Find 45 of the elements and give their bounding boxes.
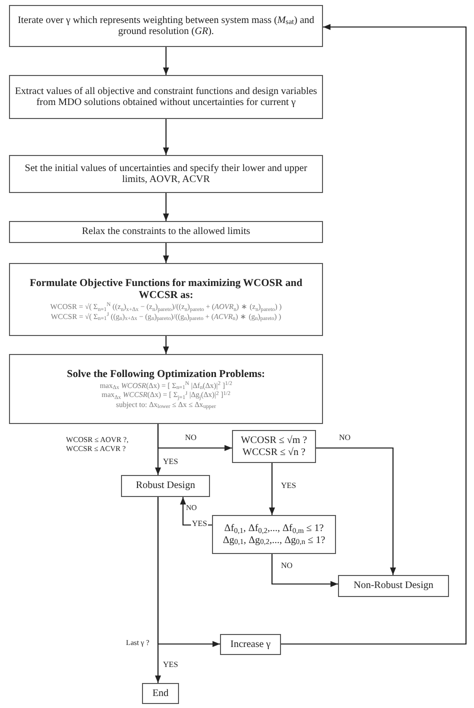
process-box — [232, 430, 316, 463]
box-text: WCOSR ≤ √m ? — [240, 435, 308, 446]
arrow — [281, 24, 467, 645]
box-text: Relax the constraints to the allowed limits — [82, 226, 250, 238]
process-box — [220, 634, 281, 655]
box-text: Increase γ — [230, 638, 271, 650]
arrow — [162, 336, 170, 354]
arrow — [268, 463, 276, 515]
process-box — [9, 155, 323, 193]
arrow — [157, 497, 220, 648]
edge-label: NO — [184, 434, 198, 442]
arrow — [271, 554, 338, 588]
box-text: Δf$_{0,1}$, Δf$_{0,2}$,..., Δf$_{0,m}$ ≤ 1? — [224, 523, 324, 534]
box-text: WCCSR ≤ √n ? — [242, 446, 306, 458]
edge-label: NO — [280, 562, 294, 570]
edge-label: YES — [162, 458, 180, 466]
process-box — [9, 221, 323, 243]
box-text: Set the initial values of uncertainties and specify their lower and upper limits, AOVR, ACVR — [24, 162, 308, 186]
arrow — [157, 424, 232, 452]
process-box — [121, 475, 210, 497]
edge-label: YES — [280, 482, 298, 490]
edge-label: NO — [338, 434, 352, 442]
edge-label: YES — [162, 661, 180, 669]
edge-label: YES — [191, 520, 208, 528]
process-box — [142, 683, 179, 704]
box-text: Solve the Following Optimization Problems: — [66, 368, 266, 381]
process-box — [212, 515, 336, 554]
process-box — [9, 5, 323, 47]
box-text: Iterate over γ which represents weighting between system mass (M$_{sat}$) and ground resolution (GR). — [16, 14, 316, 38]
box-text: Robust Design — [136, 480, 196, 492]
process-box — [9, 354, 323, 424]
box-text: Extract values of all objective and constraint functions and design variables from MDO solutions obtained without uncertainties for current γ — [14, 86, 318, 108]
box-text: Δg$_{0,1}$, Δg$_{0,2}$,..., Δg$_{0,n}$ ≤ 1? — [222, 534, 326, 546]
process-box — [338, 575, 449, 597]
process-box — [9, 75, 323, 119]
arrow — [162, 119, 170, 155]
arrow — [162, 47, 170, 75]
box-text: Non-Robust Design — [354, 580, 434, 592]
arrow — [162, 243, 170, 263]
arrow — [316, 447, 396, 575]
arrow — [180, 497, 212, 526]
arrow — [162, 193, 170, 221]
process-box — [9, 263, 323, 336]
box-text: Formulate Objective Functions for maximizing WCOSR and WCCSR as: — [28, 278, 304, 302]
box-text: End — [152, 688, 169, 700]
